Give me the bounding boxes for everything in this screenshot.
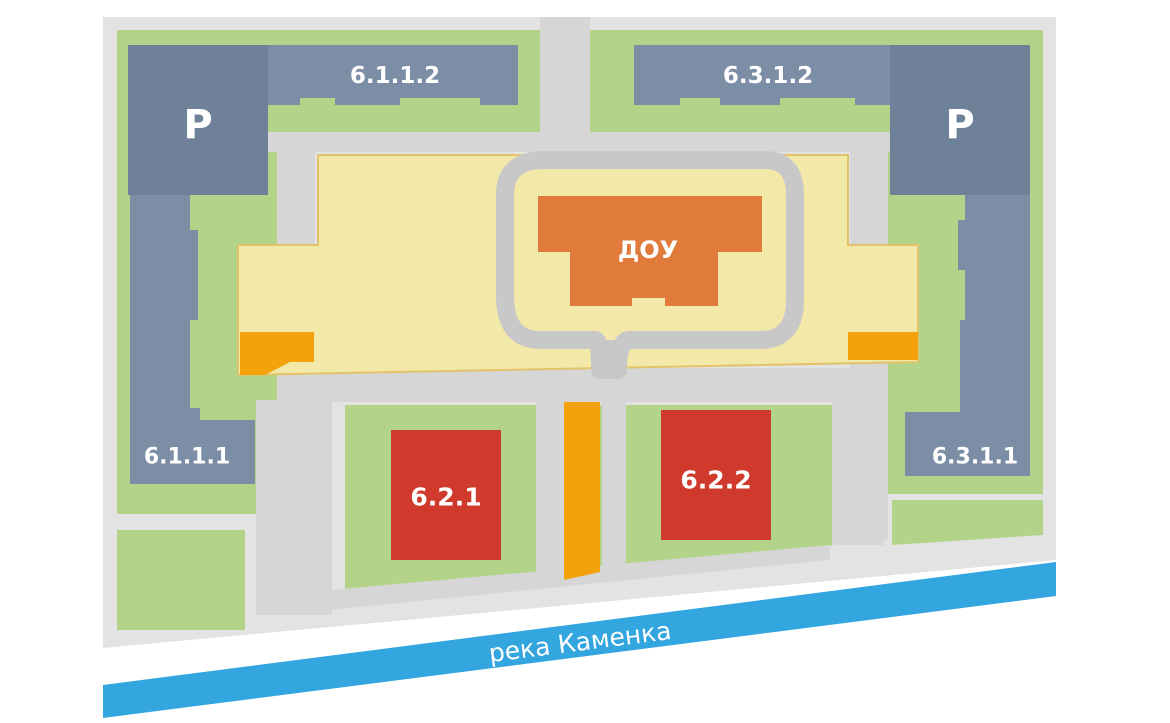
building-6112 <box>268 45 518 105</box>
road-south-mid-right <box>602 400 626 572</box>
school-loop-connector <box>592 340 626 370</box>
label-622: 6.2.2 <box>680 466 751 495</box>
parking-left <box>128 45 268 195</box>
road-north-entry <box>540 17 590 157</box>
building-622 <box>661 410 771 540</box>
label-6112: 6.1.1.2 <box>350 63 440 89</box>
road-bottom-strip <box>330 545 830 610</box>
parking-lots <box>128 45 1030 195</box>
building-621 <box>391 430 501 560</box>
building-6311 <box>905 195 1030 476</box>
road-south-right <box>832 400 884 545</box>
playgrounds <box>240 332 918 580</box>
playground-south <box>564 402 600 580</box>
road-south-mid-left <box>536 400 564 580</box>
label-parking-right: P <box>945 102 974 148</box>
river-kamenka <box>103 562 1056 718</box>
new-buildings <box>391 410 771 560</box>
lawn-left-bottom <box>117 530 245 630</box>
label-621: 6.2.1 <box>410 483 481 512</box>
lawn-right-bottom <box>892 500 1043 545</box>
label-6111: 6.1.1.1 <box>144 445 230 470</box>
road-top-right <box>590 132 890 152</box>
playground-right <box>848 332 918 360</box>
label-6312: 6.3.1.2 <box>723 63 813 89</box>
building-6312 <box>634 45 890 105</box>
building-6111 <box>130 195 255 484</box>
residential-buildings <box>130 45 1030 484</box>
label-6311: 6.3.1.1 <box>932 445 1018 470</box>
label-parking-left: P <box>183 102 212 148</box>
playground-left <box>240 332 314 375</box>
road-south-left <box>256 400 332 615</box>
label-school: ДОУ <box>618 236 678 264</box>
road-south-axis <box>280 368 885 402</box>
parking-right <box>890 45 1030 195</box>
school-building <box>538 196 762 306</box>
